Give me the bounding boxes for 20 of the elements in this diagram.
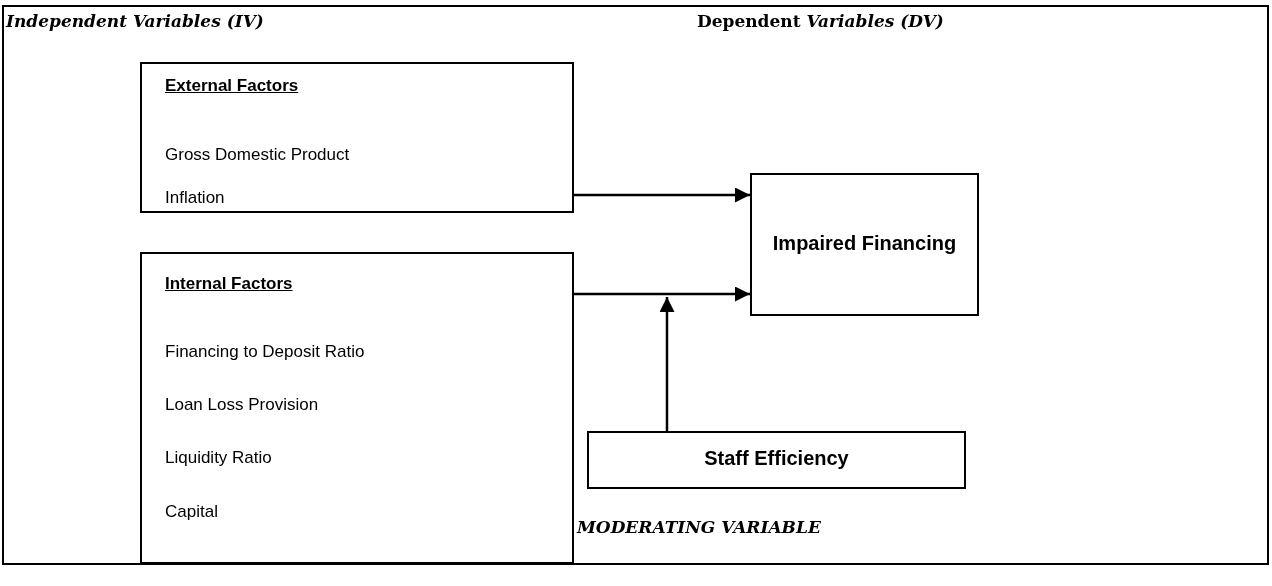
variable-box — [750, 173, 979, 316]
factor-label: Financing to Deposit Ratio — [165, 342, 365, 362]
factor-label: Loan Loss Provision — [165, 395, 319, 415]
axis-heading: Independent Variables (IV) — [6, 10, 264, 32]
factor-label: Capital — [165, 502, 218, 522]
variable-box — [587, 431, 966, 489]
box-title: Impaired Financing — [771, 232, 958, 253]
group-heading: External Factors — [165, 76, 299, 96]
factor-box — [140, 62, 574, 213]
factor-label: Gross Domestic Product — [165, 145, 350, 165]
variable-caption: MODERATING VARIABLE — [577, 516, 821, 538]
factor-label: Inflation — [165, 188, 225, 208]
factor-box — [140, 252, 574, 564]
arrow — [574, 286, 750, 302]
axis-heading: Dependent Variables (DV) — [697, 10, 944, 32]
box-title: Staff Efficiency — [703, 448, 850, 468]
arrow — [659, 297, 675, 431]
group-heading: Internal Factors — [165, 274, 293, 294]
factor-label: Liquidity Ratio — [165, 448, 272, 468]
arrow — [574, 187, 750, 203]
